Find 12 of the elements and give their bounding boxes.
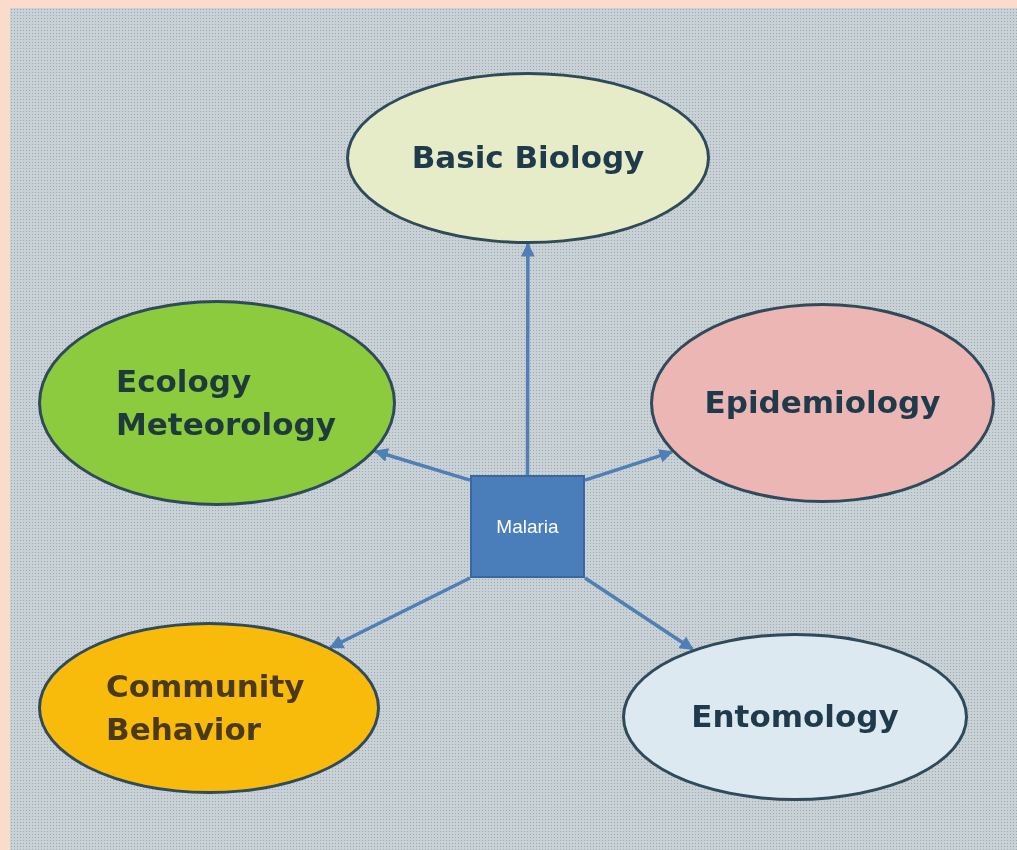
arrow bbox=[584, 576, 694, 651]
arrow bbox=[584, 449, 674, 482]
node-label: Ecology Meteorology bbox=[116, 361, 337, 444]
arrow bbox=[520, 242, 535, 475]
node-label: Basic Biology bbox=[411, 138, 645, 178]
arrow bbox=[373, 448, 471, 482]
node-label: Epidemiology bbox=[704, 383, 941, 423]
node-label: Malaria bbox=[496, 515, 559, 538]
topic-box bbox=[470, 475, 585, 578]
node-label: Community Behavior bbox=[106, 666, 306, 749]
node-label: Entomology bbox=[691, 697, 899, 737]
arrow bbox=[329, 576, 471, 650]
